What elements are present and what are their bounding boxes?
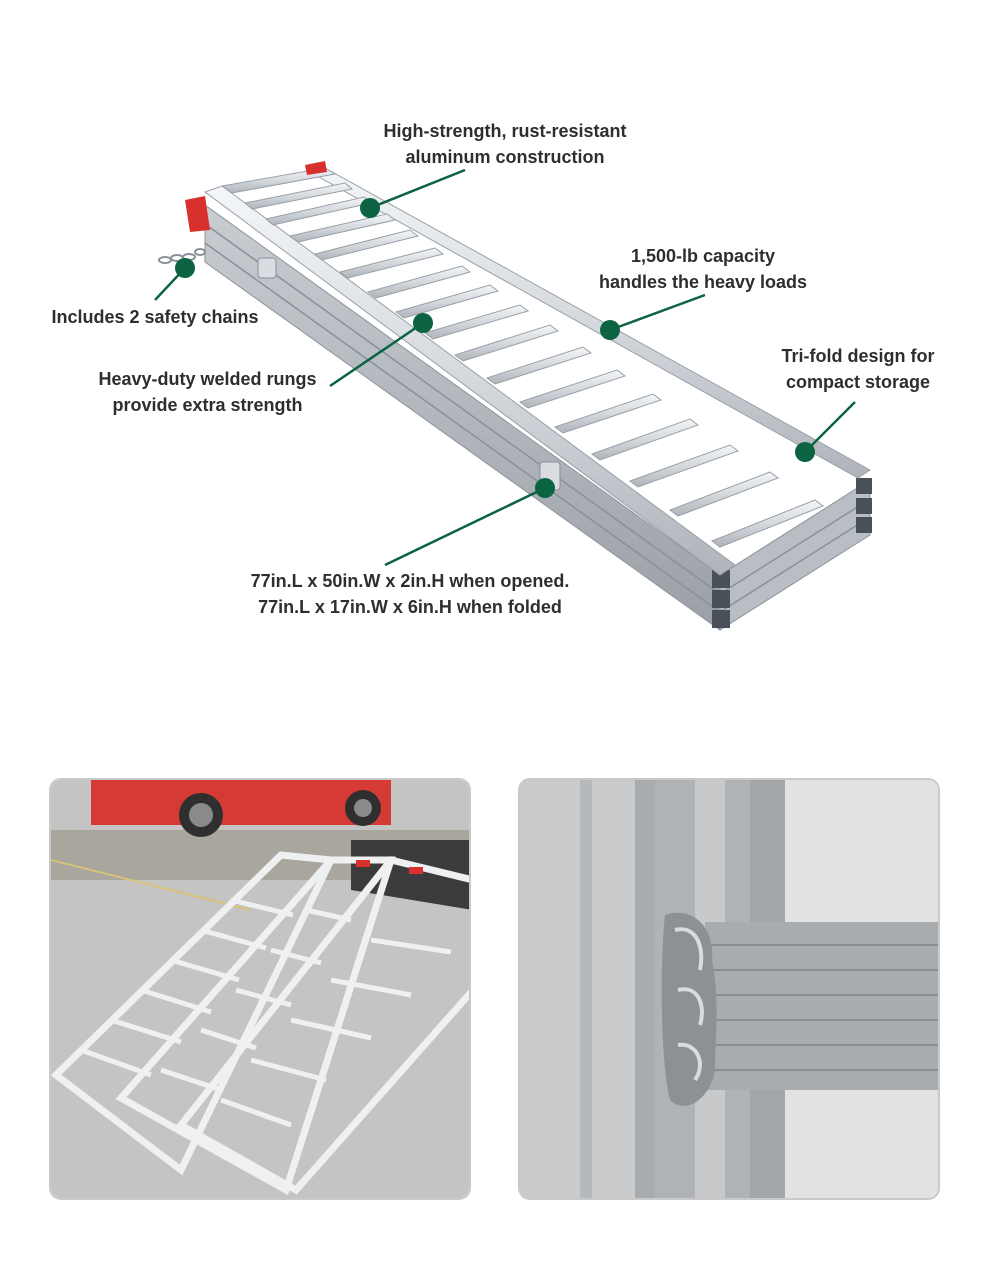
callout-dot-rungs <box>413 313 433 333</box>
callout-dot-construction <box>360 198 380 218</box>
callout-dimensions: 77in.L x 50in.W x 2in.H when opened. 77i… <box>250 571 570 617</box>
photo-in-use <box>49 778 471 1200</box>
callout-construction: High-strength, rust-resistant aluminum c… <box>383 121 627 167</box>
callout-dot-dimensions <box>535 478 555 498</box>
photo-weld-closeup <box>518 778 940 1200</box>
folded-ramp-illustration <box>154 161 872 631</box>
callout-dot-chains <box>175 258 195 278</box>
ramp-in-use-image <box>51 780 469 1198</box>
callout-capacity: 1,500-lb capacity handles the heavy load… <box>598 246 808 292</box>
callout-dot-capacity <box>600 320 620 340</box>
weld-closeup-image <box>520 780 938 1198</box>
callout-rungs: Heavy-duty welded rungs provide extra st… <box>98 369 317 415</box>
callout-trifold: Tri-fold design for compact storage <box>781 346 935 392</box>
callout-dot-trifold <box>795 442 815 462</box>
callout-chains: Includes 2 safety chains <box>51 307 259 327</box>
callout-leaders <box>154 168 856 567</box>
product-hero: High-strength, rust-resistant aluminum c… <box>51 121 935 631</box>
